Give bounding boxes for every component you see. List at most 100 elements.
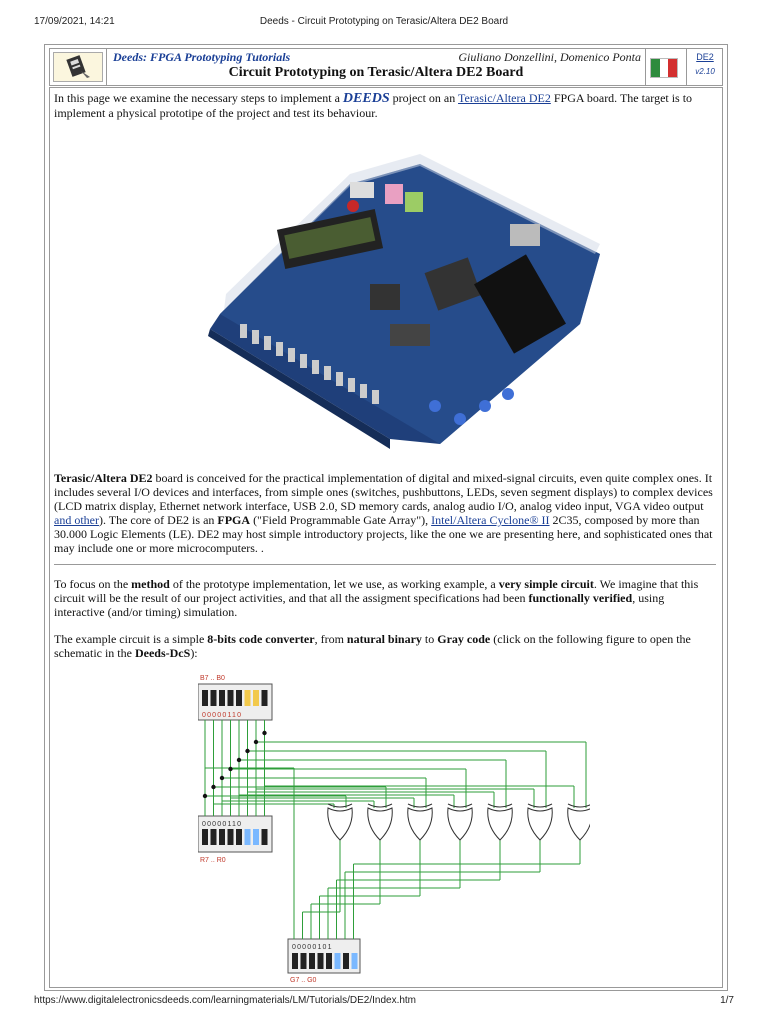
output-led — [351, 953, 358, 969]
terasic-de2-link[interactable]: Terasic/Altera DE2 — [458, 91, 551, 105]
xor-gate — [407, 807, 433, 841]
junction-dot — [228, 766, 233, 772]
led — [253, 829, 259, 845]
output-led — [292, 953, 298, 969]
output-led — [343, 953, 349, 969]
intro-text-2: project on an — [389, 91, 459, 105]
led — [244, 829, 251, 845]
page-frame: Deeds: FPGA Prototyping Tutorials Giulia… — [44, 44, 728, 991]
led — [210, 829, 217, 845]
board-description: Terasic/Altera DE2 board is conceived fo… — [54, 471, 716, 555]
page-title: Circuit Prototyping on Terasic/Altera DE… — [228, 65, 524, 80]
input-bits: 00000110 — [202, 712, 242, 719]
input-label: B7 .. B0 — [200, 675, 225, 682]
flag-green — [651, 59, 660, 77]
output-led — [334, 953, 341, 969]
xor-gate-arc — [407, 803, 433, 808]
gray-term: Gray code — [437, 632, 491, 646]
de2-board-photo — [208, 154, 600, 449]
series-title[interactable]: Deeds: FPGA Prototyping Tutorials — [113, 50, 291, 64]
led-label: R7 .. R0 — [200, 857, 226, 864]
and-other-link[interactable]: and other — [54, 513, 99, 527]
binary-term: natural binary — [346, 632, 422, 646]
method-text-3: . We imagine that this circuit will be t… — [54, 577, 699, 605]
header-title-area: Deeds: FPGA Prototyping Tutorials Giulia… — [106, 49, 646, 85]
print-url: https://www.digitalelectronicsdeeds.com/… — [34, 995, 417, 1006]
example-text-4: (click on the following figure to open t… — [54, 632, 691, 660]
board-text-2: ). The core of DE2 is an — [98, 513, 218, 527]
xor-gate — [327, 807, 353, 841]
tutorial-header: Deeds: FPGA Prototyping Tutorials Giulia… — [49, 48, 723, 86]
led — [227, 829, 234, 845]
xor-gate — [487, 807, 513, 841]
input-switches[interactable] — [198, 683, 273, 721]
input-switch — [227, 690, 234, 706]
cyclone-link[interactable]: Intel/Altera Cyclone® II — [431, 513, 550, 527]
xor-gate — [447, 807, 473, 841]
method-text-4: , using interactive (and/or timing) simu… — [54, 591, 665, 619]
version-box: DE2 v2.10 — [686, 49, 723, 85]
content-area: In this page we examine the necessary st… — [49, 87, 723, 988]
method-text-1: To focus on the — [54, 577, 132, 591]
xor-gate-arc — [567, 803, 590, 808]
version-label: v2.10 — [695, 67, 715, 76]
verified-term: functionally verified — [528, 591, 633, 605]
led — [219, 829, 225, 845]
divider — [54, 564, 716, 565]
gray-code-schematic[interactable]: B7 .. B0 00000110 00000110 R7 .. R0 0000… — [198, 672, 590, 984]
board-text-1: board is conceived for the practical imp… — [54, 471, 713, 513]
junction-dot — [219, 775, 225, 781]
method-term: method — [131, 577, 170, 591]
junction-dot — [236, 757, 242, 763]
intro-paragraph: In this page we examine the necessary st… — [54, 91, 716, 120]
output-label: G7 .. G0 — [290, 977, 317, 984]
print-title: Deeds - Circuit Prototyping on Terasic/A… — [259, 16, 509, 27]
led-bits: 00000110 — [202, 821, 242, 828]
output-led — [326, 953, 332, 969]
print-header: 17/09/2021, 14:21 Deeds - Circuit Protot… — [34, 16, 734, 30]
authors: Giuliano Donzellini, Domenico Ponta — [458, 50, 641, 64]
xor-gate-arc — [487, 803, 513, 808]
fpga-term: FPGA — [217, 513, 251, 527]
input-switch — [202, 690, 208, 706]
junction-dot — [202, 793, 208, 799]
deeds-logo-icon[interactable] — [53, 52, 103, 82]
xor-gate — [367, 807, 393, 841]
input-switch — [253, 690, 259, 706]
junction-dot — [262, 730, 267, 736]
print-datetime: 17/09/2021, 14:21 — [34, 16, 115, 27]
input-switch — [244, 690, 251, 706]
led — [202, 829, 208, 845]
led — [261, 829, 268, 845]
method-text-2: of the prototype implementation, let we … — [169, 577, 499, 591]
de2-link[interactable]: DE2 — [696, 52, 714, 62]
method-paragraph: To focus on the method of the prototype … — [54, 577, 716, 619]
deeds-dcs-term: Deeds-DcS — [134, 646, 191, 660]
output-led — [300, 953, 307, 969]
output-led — [309, 953, 315, 969]
board-name: Terasic/Altera DE2 — [54, 471, 153, 485]
input-switch — [210, 690, 217, 706]
intro-text-1: In this page we examine the necessary st… — [54, 91, 343, 105]
italian-flag-icon[interactable] — [650, 58, 678, 78]
flag-white — [659, 59, 669, 77]
converter-term: 8-bits code converter — [207, 632, 315, 646]
xor-gate-arc — [527, 803, 553, 808]
xor-gate-arc — [367, 803, 393, 808]
input-switch — [219, 690, 225, 706]
input-switch — [236, 690, 242, 706]
deeds-word: DEEDS — [342, 91, 390, 106]
print-page-number: 1/7 — [720, 995, 734, 1006]
board-text-3: ("Field Programmable Gate Array"), — [250, 513, 432, 527]
junction-dot — [245, 748, 250, 754]
simple-circuit-term: very simple circuit — [498, 577, 594, 591]
xor-gate-arc — [447, 803, 473, 808]
output-led — [317, 953, 324, 969]
example-text-1: The example circuit is a simple — [54, 632, 208, 646]
xor-gate — [567, 807, 590, 841]
junction-dot — [253, 739, 259, 745]
flag-red — [668, 59, 678, 77]
example-text-5: ): — [190, 646, 198, 660]
xor-gate-arc — [327, 803, 353, 808]
input-switch — [261, 690, 268, 706]
